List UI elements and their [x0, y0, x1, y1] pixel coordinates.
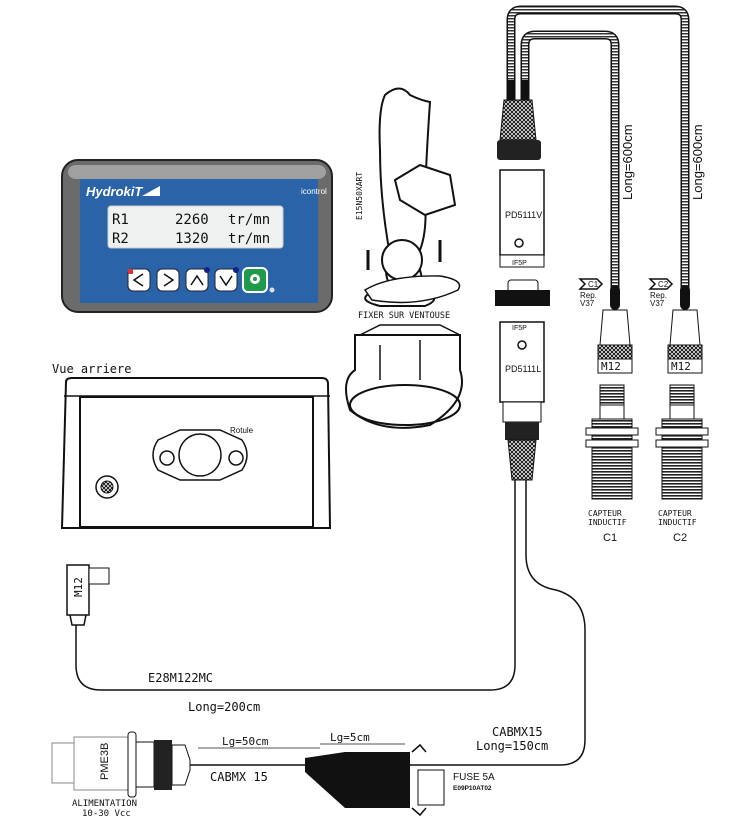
sensor-cable-length-2: Long=600cm [690, 124, 705, 200]
chevron-left-icon [132, 273, 144, 287]
btn-ok[interactable] [242, 267, 268, 293]
m12-left-label: M12 [72, 577, 85, 597]
btn-up[interactable] [185, 267, 210, 292]
lcd-row1-value: 2260 [175, 212, 209, 228]
pd5111v-label: PD5111V [505, 210, 542, 220]
btn-right[interactable] [156, 268, 180, 292]
fuse-label: FUSE 5A [453, 772, 495, 783]
power-label-2: 10-30 Vcc [82, 809, 131, 819]
btn-left[interactable] [127, 268, 151, 292]
sensor-c2-type1: CAPTEUR [658, 509, 692, 518]
display-cable [75, 480, 516, 691]
pd5111l-label: PD5111L [505, 364, 541, 374]
brand-logo: HydrokiT [86, 184, 143, 199]
chevron-down-icon [219, 275, 233, 287]
display-cable-ref: E28M122MC [148, 671, 213, 685]
lcd-row2-unit: tr/mn [228, 231, 270, 247]
display-cable-length: Long=200cm [188, 700, 260, 714]
lcd-row1-unit: tr/mn [228, 212, 270, 228]
fuse-ref: E09P10AT02 [453, 785, 492, 792]
lcd-row1-label: R1 [112, 212, 129, 228]
sensor-c1-code: V37 [580, 299, 595, 308]
connector-pd5111v [497, 99, 545, 268]
lg50-label: Lg=50cm [222, 735, 269, 748]
lg5-label: Lg=5cm [330, 731, 370, 744]
power-plug-label: PME3B [99, 743, 111, 780]
cabmx15-label: CABMX 15 [210, 770, 268, 784]
rear-view-title: Vue arriere [52, 362, 131, 376]
power-cable-main [400, 480, 586, 766]
sensor-c1-type2: INDUCTIF [588, 518, 627, 527]
sensor-cables [506, 5, 690, 290]
sensor-c1-type1: CAPTEUR [588, 509, 622, 518]
sensor-cable-length-1: Long=600cm [620, 124, 635, 200]
rotule-label: Rotule [230, 426, 254, 435]
chevron-right-icon [163, 273, 175, 287]
sensor-c2-type2: INDUCTIF [658, 518, 697, 527]
sensor-c2 [648, 278, 709, 500]
btn-down[interactable] [214, 267, 239, 292]
logo-mark-icon [142, 186, 160, 196]
sensor-c2-name: C2 [673, 532, 687, 544]
sensor-c1-rep: Rep. [580, 291, 597, 300]
sensor-c2-code: V37 [650, 299, 665, 308]
rear-view-housing [60, 377, 332, 529]
sensor-c2-rep: Rep. [650, 291, 667, 300]
suction-mount [345, 87, 463, 429]
connector-pd5111l [495, 279, 550, 481]
fuse-holder [411, 743, 445, 817]
m12-left-connector [66, 564, 110, 626]
cabmx15-length: Long=150cm [476, 739, 548, 753]
sensor-c2-m12: M12 [671, 360, 691, 373]
power-plug-pme3b [51, 731, 191, 798]
sensor-c1-name: C1 [603, 532, 617, 544]
model-label: icontrol [301, 187, 327, 196]
sensor-c1-tag: C1 [588, 280, 599, 289]
sensor-c1 [578, 278, 639, 500]
lcd-screen [107, 205, 284, 249]
mount-caption: FIXER SUR VENTOUSE [358, 311, 450, 321]
cabmx15-ref: CABMX15 [492, 725, 543, 739]
sensor-c2-tag: C2 [658, 280, 669, 289]
lcd-row2-value: 1320 [175, 231, 209, 247]
pd5111v-tag: IF5P [512, 260, 527, 267]
mount-ref: E15N50XART [355, 172, 364, 220]
pd5111l-tag: IF5P [512, 325, 527, 332]
power-label-1: ALIMENTATION [72, 799, 137, 809]
fuse-holder-junction [305, 752, 410, 808]
chevron-up-icon [190, 274, 204, 286]
lcd-row2-label: R2 [112, 231, 129, 247]
sensor-c1-m12: M12 [601, 360, 621, 373]
